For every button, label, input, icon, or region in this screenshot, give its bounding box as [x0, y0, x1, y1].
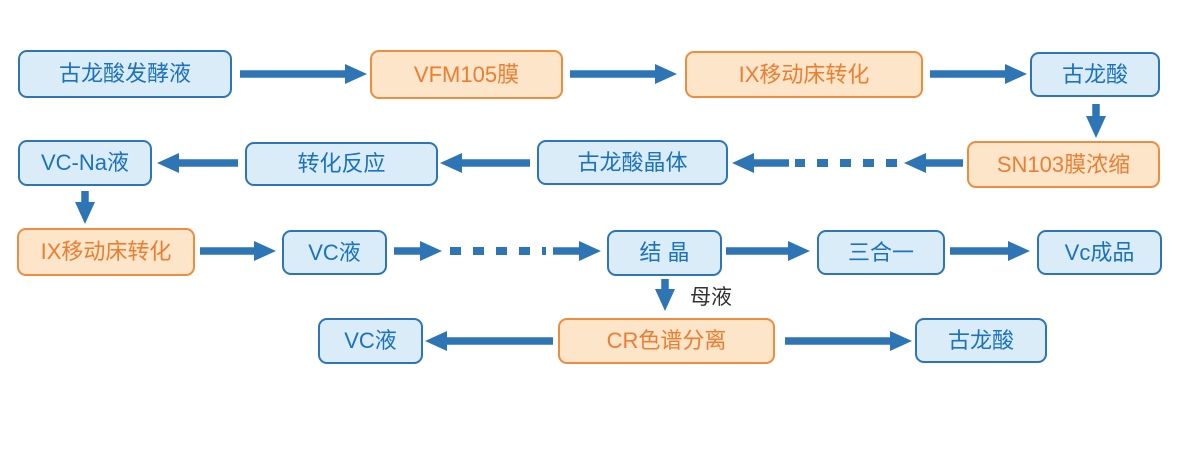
node-gulonic-acid-2: 古龙酸 [915, 318, 1047, 363]
node-vc-product: Vc成品 [1037, 230, 1162, 275]
node-gulonic-acid-1: 古龙酸 [1030, 52, 1160, 97]
node-vc-na-liquid: VC-Na液 [18, 140, 152, 186]
node-ix-moving-bed-1: IX移动床转化 [685, 51, 923, 98]
node-gulonic-ferment-liquid: 古龙酸发酵液 [18, 50, 232, 98]
node-crystallization: 结 晶 [607, 230, 722, 276]
node-conversion-reaction: 转化反应 [245, 142, 438, 186]
node-vc-liquid-1: VC液 [282, 230, 387, 275]
node-gulonic-crystal: 古龙酸晶体 [537, 140, 728, 185]
node-sn103-membrane: SN103膜浓缩 [967, 141, 1160, 188]
node-vc-liquid-2: VC液 [318, 318, 423, 364]
node-cr-chromatography: CR色谱分离 [558, 318, 775, 364]
node-vfm105-membrane: VFM105膜 [370, 50, 563, 99]
node-ix-moving-bed-2: IX移动床转化 [17, 228, 195, 276]
node-three-in-one: 三合一 [817, 230, 945, 275]
mother-liquor-label: 母液 [690, 286, 732, 309]
